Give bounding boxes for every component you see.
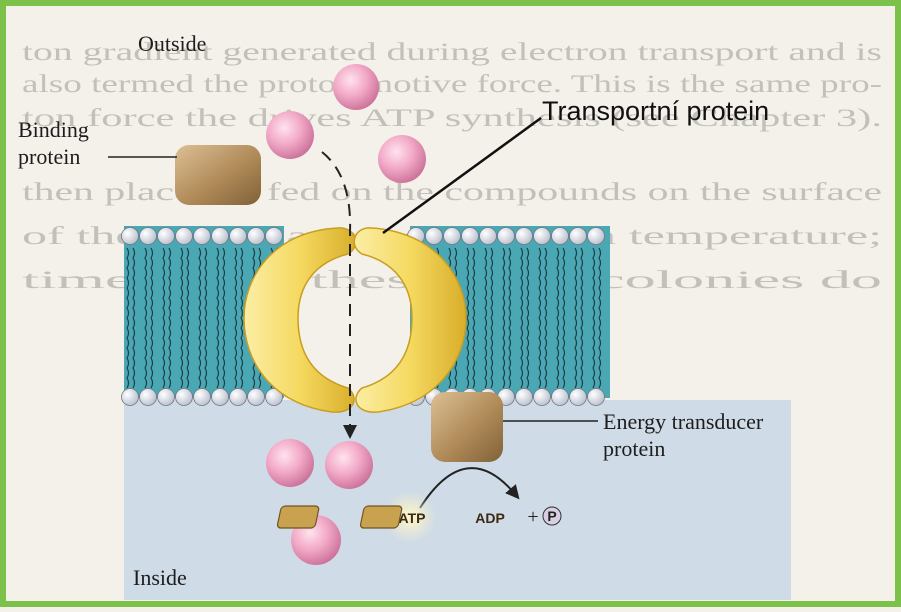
lipid-head [194, 389, 211, 406]
lipid-head [462, 228, 479, 245]
phosphate-text: P [547, 508, 556, 524]
solute-molecule [325, 441, 373, 489]
lipid-head [140, 228, 157, 245]
lipid-head [194, 228, 211, 245]
adp-text: ADP [475, 510, 505, 526]
lipid-head [516, 228, 533, 245]
lipid-head [158, 389, 175, 406]
lipid-head [570, 228, 587, 245]
background-text-line: also termed the proton motive force. Thi… [22, 71, 882, 98]
energy-transducer-label-line2: protein [603, 436, 665, 462]
energy-transducer-label-line1: Energy transducer [603, 409, 763, 435]
lipid-head [498, 228, 515, 245]
lipid-head [230, 389, 247, 406]
lipid-head [248, 228, 265, 245]
lipid-head [212, 228, 229, 245]
lipid-head [176, 228, 193, 245]
atp-text: ATP [399, 510, 426, 526]
transport-protein-label: Transportní protein [542, 96, 769, 127]
lipid-head [480, 228, 497, 245]
solute-molecule [266, 439, 314, 487]
lipid-head [570, 389, 587, 406]
energy-transducer-protein-shape [431, 392, 503, 462]
lipid-head [534, 389, 551, 406]
lipid-head [212, 389, 229, 406]
lipid-head [516, 389, 533, 406]
binding-protein-shape [175, 145, 261, 205]
lipid-head [248, 389, 265, 406]
lipid-head [588, 228, 605, 245]
lipid-head [122, 389, 139, 406]
binding-protein-label-line1: Binding [18, 117, 89, 143]
lipid-head [176, 389, 193, 406]
lipid-head [230, 228, 247, 245]
lipid-head [444, 228, 461, 245]
solute-molecule [266, 111, 314, 159]
plus-sign: + [527, 506, 538, 528]
lipid-head [140, 389, 157, 406]
lipid-head [552, 389, 569, 406]
solute-molecule [333, 64, 379, 110]
lipid-head [158, 228, 175, 245]
outside-label: Outside [138, 31, 206, 57]
lipid-head [534, 228, 551, 245]
lipid-head [552, 228, 569, 245]
solute-molecule [378, 135, 426, 183]
lipid-head [588, 389, 605, 406]
phosphate-badge: P [543, 507, 561, 525]
lipid-head [426, 228, 443, 245]
lipid-head [122, 228, 139, 245]
lipid-head [266, 228, 283, 245]
inside-label: Inside [133, 565, 187, 591]
binding-protein-label-line2: protein [18, 144, 80, 170]
